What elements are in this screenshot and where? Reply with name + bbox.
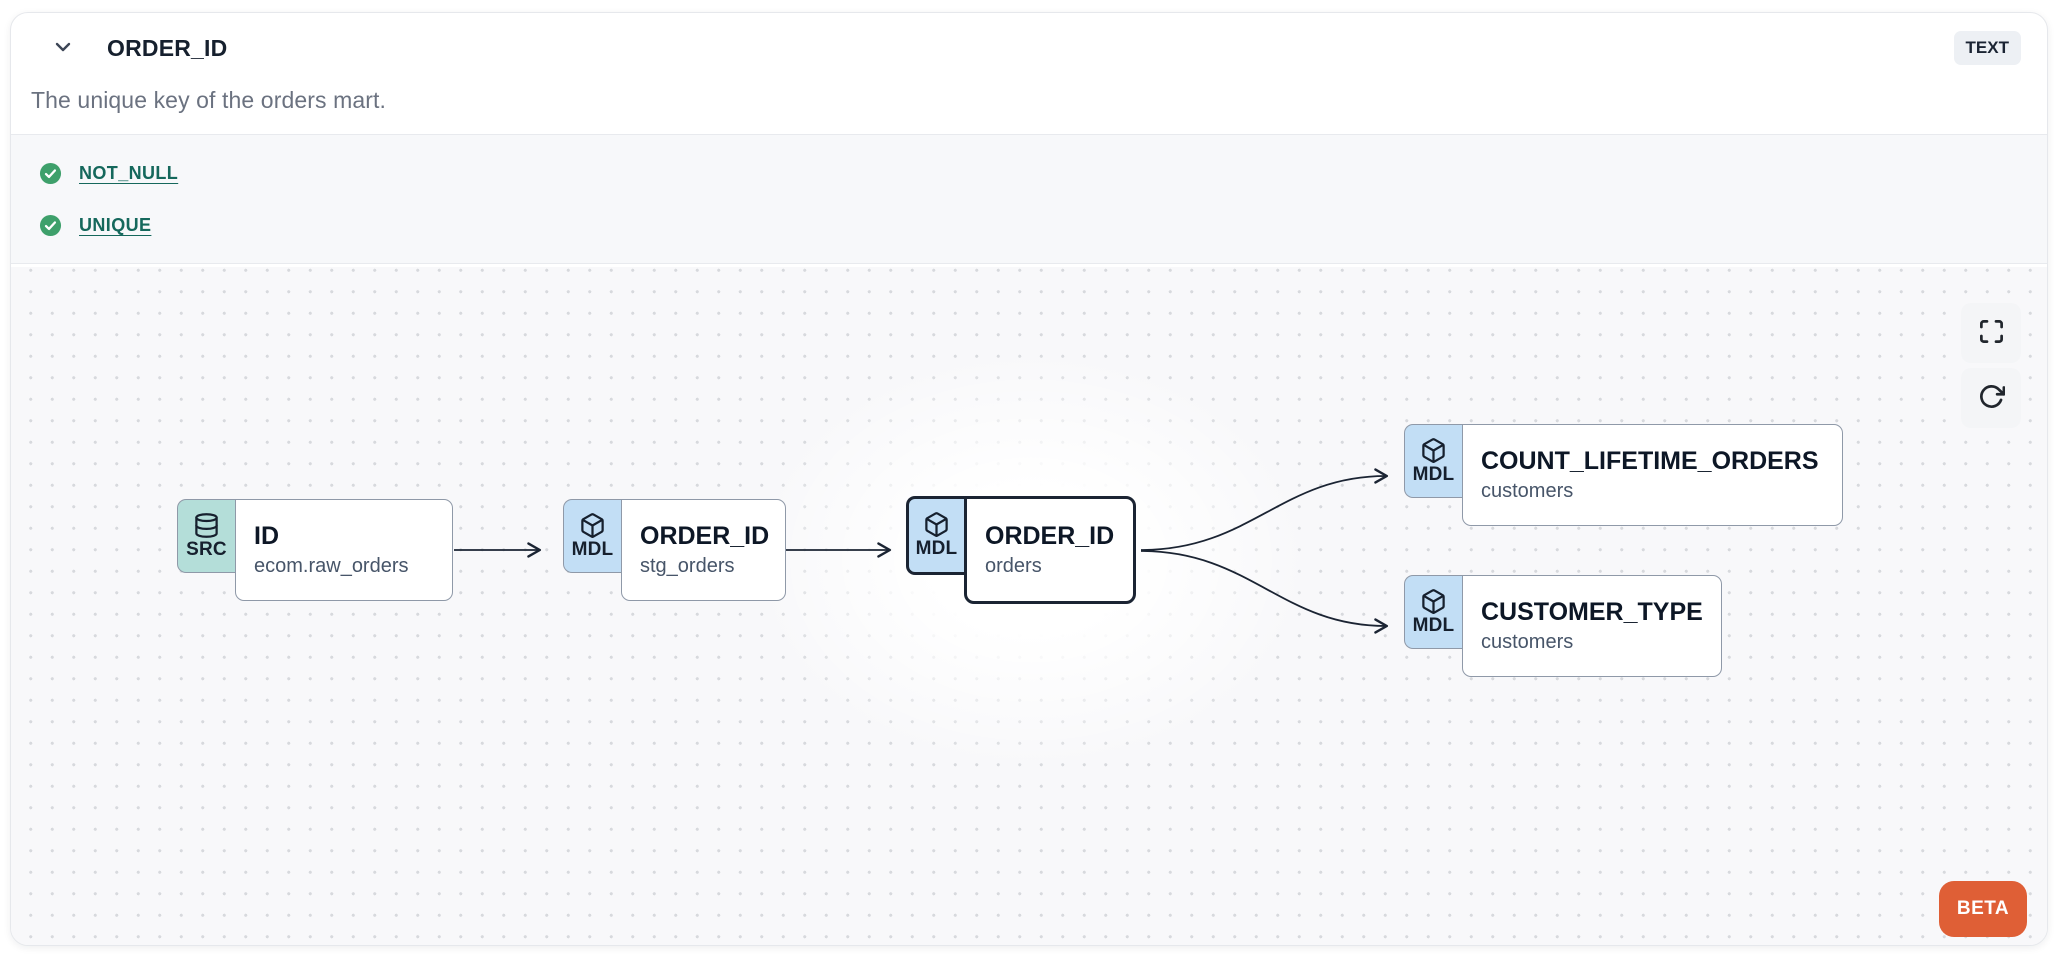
node-card: ORDER_ID orders	[964, 496, 1136, 604]
node-type-badge-model: MDL	[1404, 575, 1462, 649]
page-title: ORDER_ID	[107, 34, 228, 61]
refresh-button[interactable]	[1961, 368, 2021, 428]
fullscreen-button[interactable]	[1961, 303, 2021, 363]
node-type-badge-model: MDL	[906, 496, 964, 575]
node-badge-label: MDL	[1412, 463, 1455, 485]
maximize-icon	[1978, 318, 2005, 348]
lineage-node-order-id-stg-orders[interactable]: MDL ORDER_ID stg_orders	[563, 499, 786, 601]
cube-icon	[923, 511, 950, 538]
column-type-badge: TEXT	[1953, 31, 2021, 65]
node-type-badge-model: MDL	[563, 499, 621, 573]
node-card: COUNT_LIFETIME_ORDERS customers	[1462, 424, 1843, 526]
node-type-badge-source: SRC	[177, 499, 235, 573]
chevron-down-icon	[51, 35, 75, 62]
title-row: ORDER_ID TEXT	[47, 31, 2021, 65]
database-icon	[193, 512, 220, 539]
cube-icon	[579, 512, 606, 539]
node-badge-label: MDL	[1412, 614, 1455, 636]
lineage-node-count-lifetime-orders[interactable]: MDL COUNT_LIFETIME_ORDERS customers	[1404, 424, 1843, 526]
node-badge-label: SRC	[186, 538, 227, 560]
node-label: ORDER_ID	[985, 521, 1115, 550]
lineage-node-customer-type[interactable]: MDL CUSTOMER_TYPE customers	[1404, 575, 1722, 677]
node-label: COUNT_LIFETIME_ORDERS	[1481, 446, 1819, 475]
node-label: ID	[254, 521, 279, 550]
refresh-icon	[1978, 383, 2005, 413]
check-circle-icon	[39, 214, 62, 237]
lineage-node-id-ecom-raw-orders[interactable]: SRC ID ecom.raw_orders	[177, 499, 453, 601]
lineage-edge	[1140, 468, 1389, 551]
node-sublabel: customers	[1481, 480, 1574, 503]
cube-icon	[1420, 437, 1447, 464]
column-details-card: ORDER_ID TEXT The unique key of the orde…	[10, 12, 2048, 946]
node-card: ID ecom.raw_orders	[235, 499, 453, 601]
node-sublabel: orders	[985, 555, 1042, 578]
node-card: CUSTOMER_TYPE customers	[1462, 575, 1722, 677]
check-circle-icon	[39, 162, 62, 185]
lineage-edges	[454, 468, 1389, 634]
lineage-canvas[interactable]: SRC ID ecom.raw_orders MDL ORDER_ID stg_…	[11, 267, 2047, 945]
lineage-node-order-id-orders[interactable]: MDL ORDER_ID orders	[906, 496, 1136, 604]
node-label: CUSTOMER_TYPE	[1481, 597, 1703, 626]
node-badge-label: MDL	[571, 538, 614, 560]
node-badge-label: MDL	[915, 538, 958, 560]
beta-badge: BETA	[1939, 881, 2027, 937]
node-sublabel: ecom.raw_orders	[254, 555, 409, 578]
node-label: ORDER_ID	[640, 521, 770, 550]
test-link-not-null[interactable]: NOT_NULL	[79, 162, 179, 183]
column-description: The unique key of the orders mart.	[31, 87, 386, 113]
node-sublabel: stg_orders	[640, 555, 735, 578]
test-link-unique[interactable]: UNIQUE	[79, 214, 152, 235]
tests-section: NOT_NULL UNIQUE	[11, 134, 2047, 264]
canvas-controls	[1961, 303, 2021, 428]
node-type-badge-model: MDL	[1404, 424, 1462, 498]
node-card: ORDER_ID stg_orders	[621, 499, 786, 601]
card-header: ORDER_ID TEXT The unique key of the orde…	[11, 13, 2047, 134]
collapse-toggle-button[interactable]	[47, 32, 79, 64]
cube-icon	[1420, 588, 1447, 615]
test-row: NOT_NULL	[11, 147, 2047, 199]
node-sublabel: customers	[1481, 631, 1574, 654]
lineage-edge	[1140, 550, 1389, 634]
test-row: UNIQUE	[11, 199, 2047, 251]
